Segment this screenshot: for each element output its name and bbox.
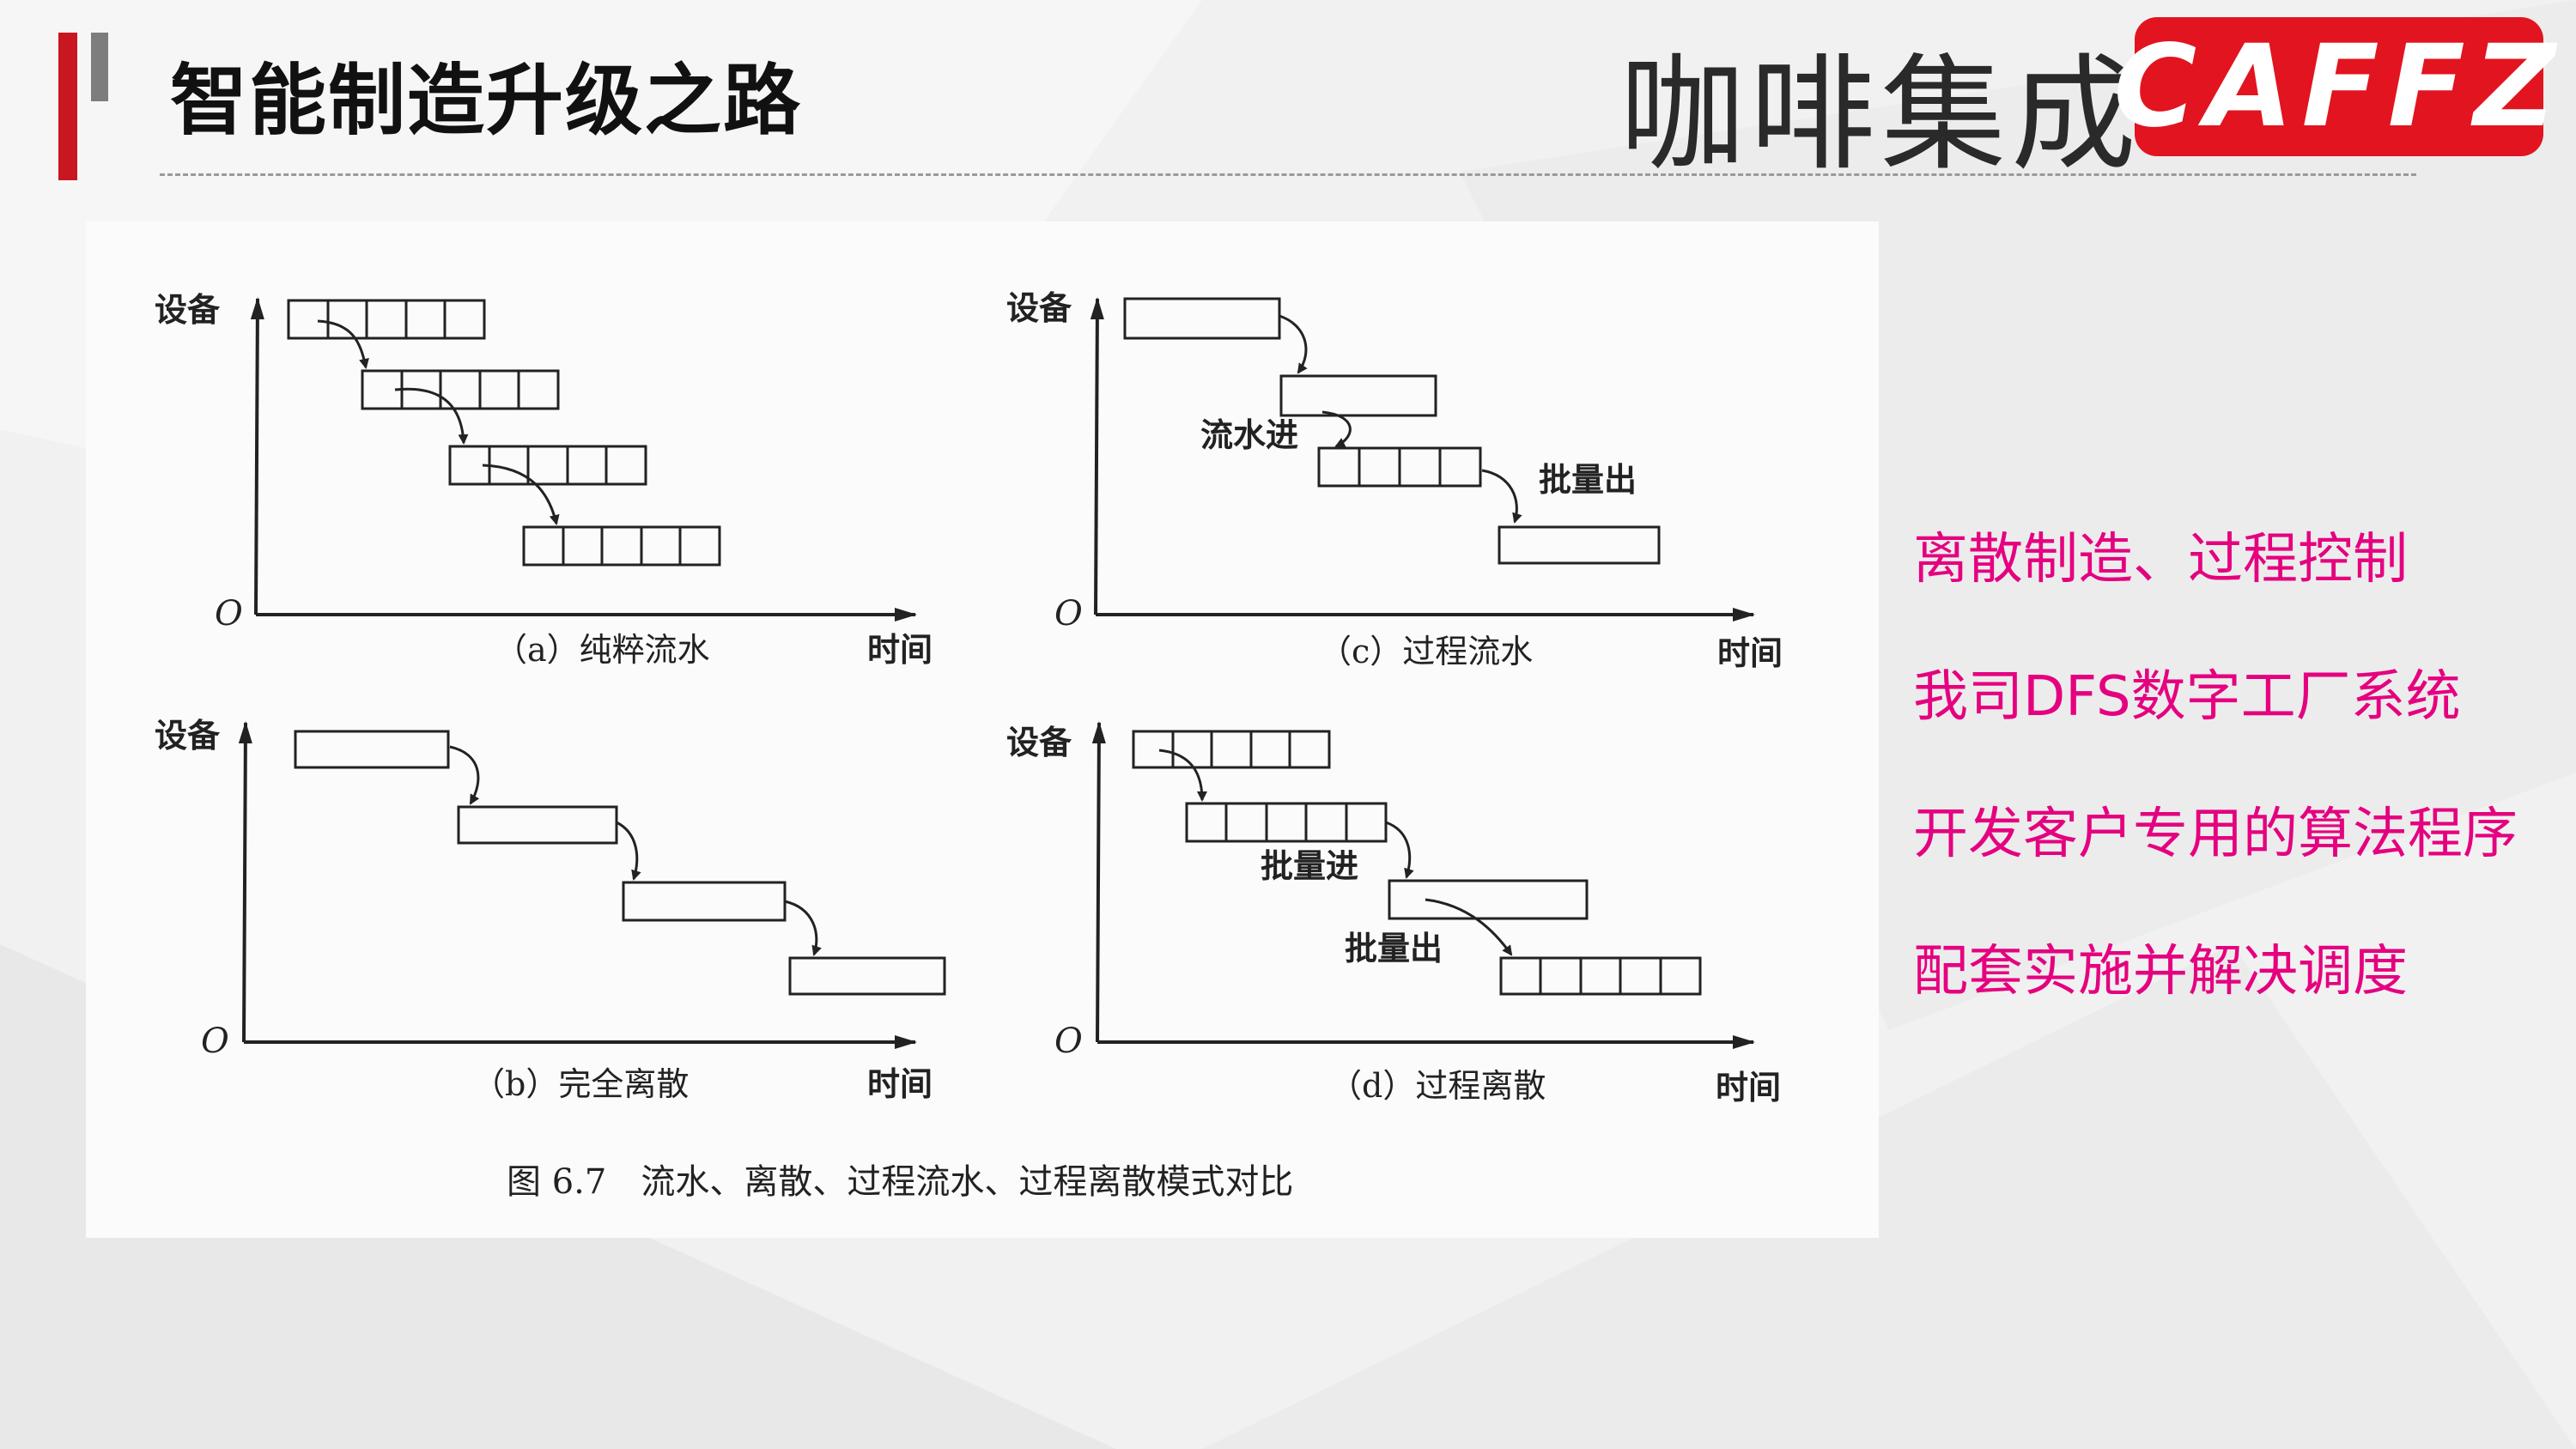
comparison-figure: 设备 O 时间 （a）纯粹流水 设备 O (86, 221, 1879, 1238)
panel-c-annotation-flow-in: 流水进 (1200, 415, 1298, 454)
panel-d-x-label: 时间 (1716, 1068, 1781, 1106)
panel-d: 设备 O 时间 （d）过程离散 批量进 批量出 (1006, 721, 1781, 1106)
panel-d-annotation-batch-out: 批量出 (1345, 929, 1443, 967)
panel-a: 设备 O 时间 （a）纯粹流水 (155, 290, 933, 669)
bullet-item: 配套实施并解决调度 (1913, 940, 2408, 1003)
brand-logo: CAFFZ (2113, 17, 2556, 156)
figure-caption: 图 6.7 流水、离散、过程流水、过程离散模式对比 (507, 1162, 1293, 1202)
mode-comparison-diagram: 设备 O 时间 （a）纯粹流水 设备 O (155, 288, 1783, 1202)
panel-b-caption: （b）完全离散 (472, 1065, 689, 1103)
bullet-item: 我司DFS数字工厂系统 (1913, 665, 2461, 729)
title-accent-bar (58, 33, 77, 180)
title-accent-bar-gray (91, 33, 108, 101)
panel-c-x-label: 时间 (1717, 634, 1783, 672)
panel-b-origin: O (201, 1022, 229, 1061)
header-divider (160, 173, 2416, 176)
panel-c: 设备 O 时间 （c）过程流水 流水进 批量出 (1006, 288, 1783, 672)
panel-d-caption: （d）过程离散 (1329, 1067, 1546, 1105)
panel-d-origin: O (1054, 1022, 1083, 1061)
panel-c-caption: （c）过程流水 (1319, 633, 1533, 670)
panel-a-y-label: 设备 (155, 290, 221, 329)
page-title: 智能制造升级之路 (170, 56, 802, 146)
panel-b: 设备 O 时间 （b）完全离散 (155, 716, 946, 1103)
panel-c-y-label: 设备 (1006, 288, 1072, 327)
panel-c-annotation-batch-out: 批量出 (1539, 460, 1637, 499)
panel-d-y-label: 设备 (1006, 723, 1072, 761)
panel-b-y-label: 设备 (155, 716, 221, 755)
panel-c-origin: O (1054, 594, 1083, 634)
panel-d-annotation-batch-in: 批量进 (1261, 846, 1358, 885)
panel-a-caption: （a）纯粹流水 (495, 631, 710, 669)
brand-logo-text: CAFFZ (2113, 21, 2565, 153)
brand-name: 咖啡集成 (1619, 42, 2142, 188)
panel-b-x-label: 时间 (867, 1064, 933, 1103)
panel-a-origin: O (215, 594, 243, 634)
bullet-item: 开发客户专用的算法程序 (1913, 803, 2518, 866)
bullet-item: 离散制造、过程控制 (1913, 528, 2408, 591)
panel-a-x-label: 时间 (867, 630, 933, 669)
bullet-list: 离散制造、过程控制 我司DFS数字工厂系统 开发客户专用的算法程序 配套实施并解… (1913, 518, 2566, 1068)
